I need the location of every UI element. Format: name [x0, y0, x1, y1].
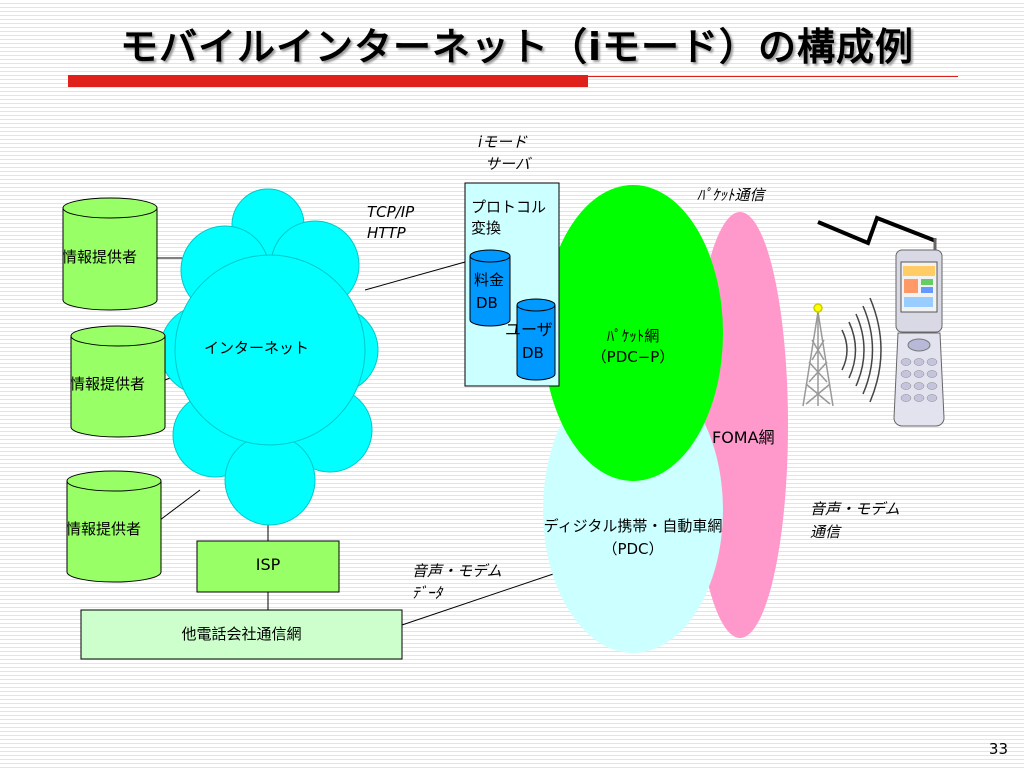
- voice-modem-data-label-line1: 音声・モデム: [412, 562, 502, 580]
- packet-network: [543, 185, 723, 481]
- packet-comm-label: ﾊﾟｹｯﾄ通信: [697, 186, 765, 204]
- lightning-icon: [817, 215, 937, 246]
- connector-lines: [157, 257, 566, 626]
- antenna-tower-icon: [802, 303, 834, 407]
- slide-title: モバイルインターネット（iモード）の構成例: [120, 25, 915, 69]
- foma-network-label: FOMA網: [712, 428, 775, 447]
- page-number: 33: [988, 740, 1008, 758]
- packet-network-label-line2: （PDC−P）: [591, 348, 675, 366]
- billing-db-cylinder: [469, 249, 511, 327]
- provider-cylinder-1: [62, 197, 158, 311]
- radio-wave-icon: [841, 297, 882, 403]
- internet-label: インターネット: [204, 339, 310, 357]
- voice-modem-data-label-line2: ﾃﾞｰﾀ: [412, 584, 443, 602]
- provider-2-label: 情報提供者: [70, 375, 146, 393]
- isp-label: ISP: [255, 555, 281, 574]
- user-db-cylinder: [516, 298, 556, 381]
- user-db-label-line2: DB: [522, 344, 544, 362]
- provider-cylinder-2: [70, 325, 166, 438]
- server-label-line2: サーバ: [485, 155, 530, 173]
- voice-modem-comm-label-line1: 音声・モデム: [810, 500, 900, 518]
- tcp-label-line2: HTTP: [367, 224, 406, 242]
- tcp-label-line1: TCP/IP: [367, 203, 415, 221]
- voice-modem-comm-label-line2: 通信: [810, 523, 841, 541]
- provider-1-label: 情報提供者: [62, 248, 138, 266]
- provider-3-link: [159, 489, 201, 521]
- other-carrier-box: [80, 609, 403, 660]
- other-carrier-label: 他電話会社通信網: [181, 625, 302, 643]
- mobile-phone-icon: [893, 238, 945, 427]
- provider-3-label: 情報提供者: [66, 520, 142, 538]
- internet-server-link: [364, 261, 466, 291]
- title-underline-line: [588, 76, 958, 77]
- protocol-label-line1: プロトコル: [471, 198, 547, 216]
- title-underline-bar: [68, 75, 588, 87]
- server-label-line1: iモード: [478, 133, 528, 151]
- digital-network-label-line1: ディジタル携帯・自動車網: [543, 517, 723, 535]
- protocol-label-line2: 変換: [471, 219, 502, 237]
- isp-box: [196, 540, 340, 593]
- carrier-pdc-link: [401, 569, 566, 626]
- digital-network-label-line2: （PDC）: [602, 540, 664, 558]
- internet-cloud: [159, 188, 379, 526]
- packet-network-label-line1: ﾊﾟｹｯﾄ網: [606, 327, 660, 345]
- provider-cylinder-3: [66, 470, 162, 583]
- billing-db-label-line2: DB: [476, 294, 498, 312]
- user-db-label-line1: ユーザ: [505, 320, 553, 339]
- billing-db-label-line1: 料金: [474, 271, 505, 289]
